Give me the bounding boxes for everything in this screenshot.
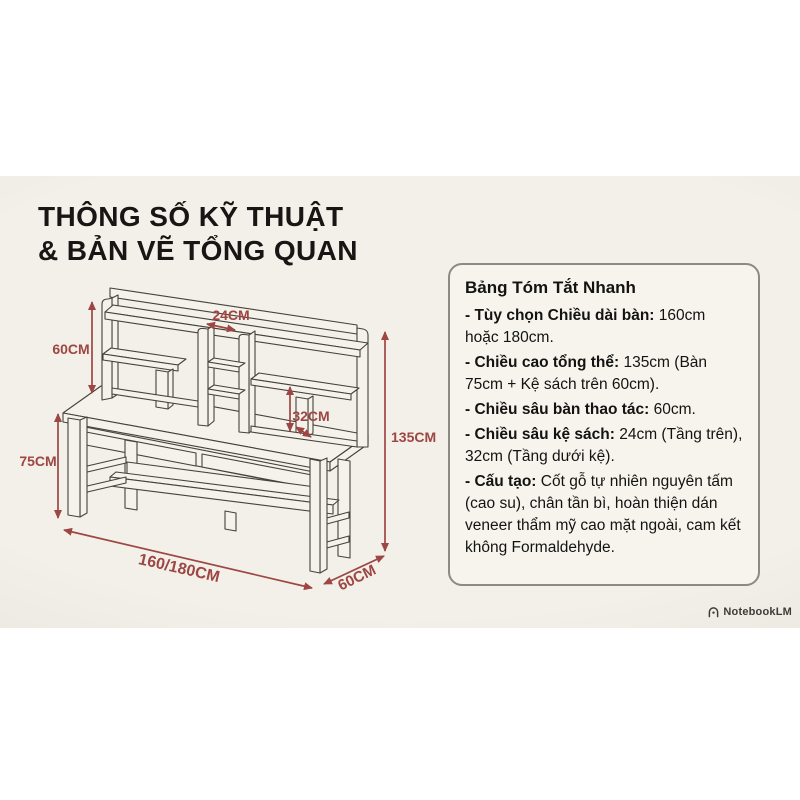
dim-desk-height-label: 75CM: [19, 453, 56, 469]
desk-base: [67, 416, 351, 574]
page-title-line1: THÔNG SỐ KỸ THUẬT: [38, 201, 344, 232]
dim-overall-height-label: 135CM: [391, 429, 436, 445]
summary-item-overall-height: - Chiều cao tổng thể: 135cm (Bàn 75cm + …: [465, 354, 708, 393]
summary-item-desk-length: - Tùy chọn Chiều dài bàn: 160cm hoặc 180…: [465, 307, 706, 346]
notebooklm-icon: [709, 606, 719, 617]
watermark-label: NotebookLM: [723, 606, 792, 618]
summary-item-shelf-depth: - Chiều sâu kệ sách: 24cm (Tầng trên), 3…: [465, 426, 743, 465]
summary-item-construction: - Cấu tạo: Cốt gỗ tự nhiên nguyên tấm (c…: [465, 473, 741, 556]
page-title: THÔNG SỐ KỸ THUẬT& BẢN VẼ TỔNG QUAN: [38, 200, 358, 267]
dim-desk-depth-label: 60CM: [335, 562, 378, 595]
desk-technical-drawing: 60CM 24CM 32CM 135CM 75CM 160/180CM 60CM: [19, 287, 436, 595]
dim-lower-shelf-depth-label: 32CM: [292, 408, 329, 424]
summary-item-desk-depth: - Chiều sâu bàn thao tác: 60cm.: [465, 401, 696, 418]
dim-top-shelf-depth-label: 24CM: [212, 307, 249, 323]
page-title-line2: & BẢN VẼ TỔNG QUAN: [38, 234, 358, 266]
watermark: NotebookLM: [708, 606, 792, 618]
dim-hutch-height-label: 60CM: [52, 341, 89, 357]
content-band: THÔNG SỐ KỸ THUẬT& BẢN VẼ TỔNG QUAN: [0, 176, 800, 628]
hutch: [101, 287, 369, 448]
summary-panel-heading: Bảng Tóm Tắt Nhanh: [465, 278, 636, 297]
summary-panel: Bảng Tóm Tắt Nhanh - Tùy chọn Chiều dài …: [448, 263, 760, 586]
